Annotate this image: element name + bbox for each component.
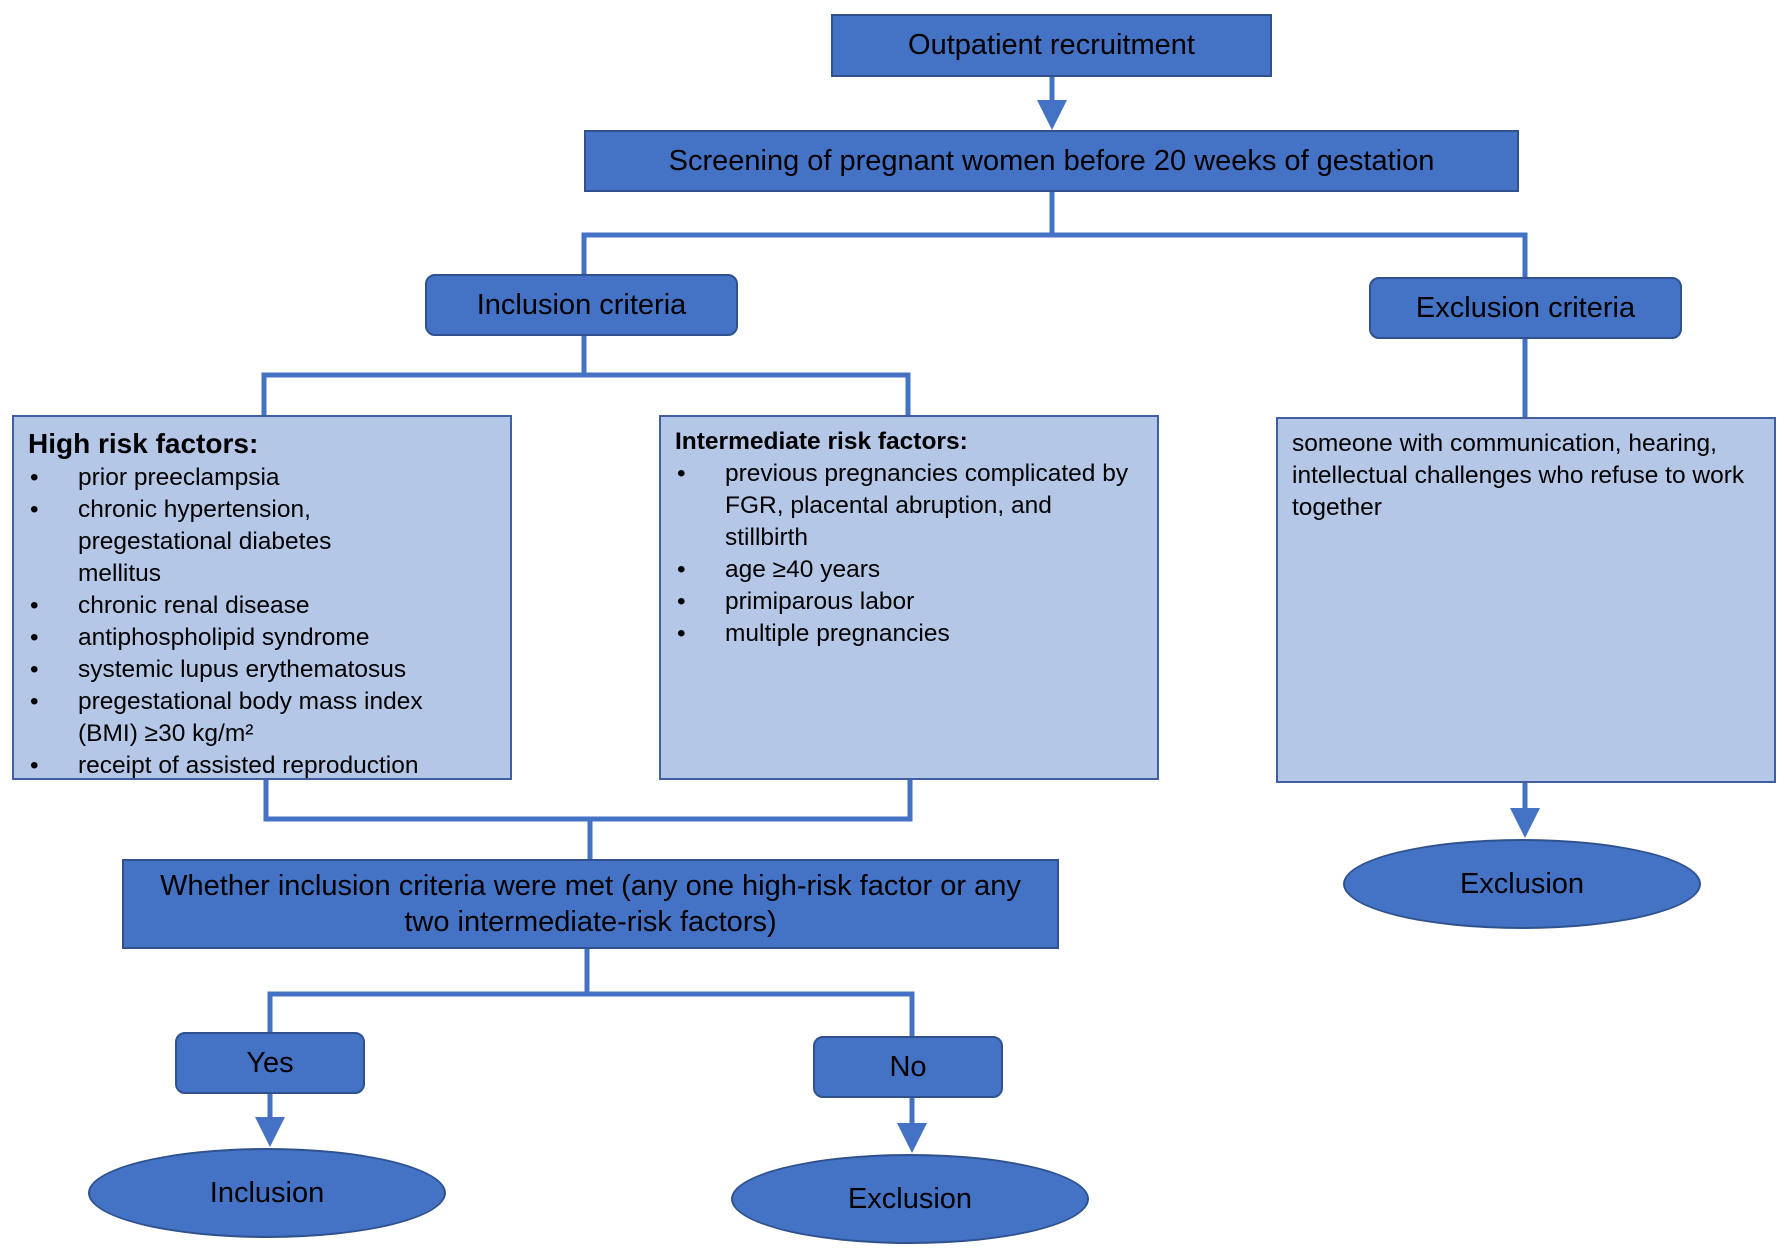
exclusion-outcome-criteria-label: Exclusion <box>1459 867 1585 900</box>
exclusion-outcome-oval-criteria: Exclusion <box>1343 839 1701 929</box>
screening-label: Screening of pregnant women before 20 we… <box>668 144 1435 177</box>
high-risk-factors-title: High risk factors: <box>28 428 259 459</box>
high-risk-factor-item: receipt of assisted reproduction <box>28 750 483 782</box>
high-risk-factor-item: systemic lupus erythematosus <box>28 654 483 686</box>
high-risk-factor-item: antiphospholipid syndrome <box>28 622 483 654</box>
decision-label: Whether inclusion criteria were met (any… <box>160 869 1021 938</box>
no-label: No <box>889 1050 927 1083</box>
high-risk-factor-item: chronic hypertension, pregestational dia… <box>28 494 418 590</box>
yes-label: Yes <box>246 1046 294 1079</box>
connector-inclusion-to-risk-panels <box>261 336 587 415</box>
intermediate-risk-factor-item: multiple pregnancies <box>675 618 1135 650</box>
exclusion-criteria-label: Exclusion criteria <box>1415 291 1636 324</box>
exclusion-detail-panel: someone with communication, hearing, int… <box>1276 417 1776 783</box>
connector-decision-to-yes <box>267 949 590 1032</box>
yes-box: Yes <box>175 1032 365 1094</box>
connector-inclusion-to-intermediate <box>584 372 911 415</box>
intermediate-risk-factors-title: Intermediate risk factors: <box>675 428 968 455</box>
high-risk-factors-list: prior preeclampsia chronic hypertension,… <box>28 462 483 782</box>
exclusion-criteria-box: Exclusion criteria <box>1369 277 1682 339</box>
intermediate-risk-factors-list: previous pregnancies complicated by FGR,… <box>675 458 1135 650</box>
high-risk-factors-panel: High risk factors: prior preeclampsia ch… <box>12 415 512 782</box>
high-risk-factor-item: pregestational body mass index (BMI) ≥30… <box>28 686 483 750</box>
connector-screening-to-exclusion-criteria <box>1052 232 1528 277</box>
exclusion-outcome-oval-no: Exclusion <box>731 1154 1089 1244</box>
connector-screening-to-criteria <box>581 192 1055 274</box>
intermediate-risk-factor-item: previous pregnancies complicated by FGR,… <box>675 458 1135 554</box>
exclusion-outcome-no-label: Exclusion <box>847 1182 973 1215</box>
intermediate-risk-factor-item: primiparous labor <box>675 586 1135 618</box>
inclusion-outcome-oval: Inclusion <box>88 1148 446 1238</box>
exclusion-detail-text: someone with communication, hearing, int… <box>1292 430 1745 521</box>
high-risk-factor-item: chronic renal disease <box>28 590 483 622</box>
intermediate-risk-factor-item: age ≥40 years <box>675 554 1135 586</box>
inclusion-outcome-label: Inclusion <box>209 1176 325 1209</box>
high-risk-factor-item: prior preeclampsia <box>28 462 483 494</box>
connector-decision-to-no <box>587 991 915 1036</box>
screening-box: Screening of pregnant women before 20 we… <box>584 130 1519 192</box>
no-box: No <box>813 1036 1003 1098</box>
decision-box: Whether inclusion criteria were met (any… <box>122 859 1059 949</box>
inclusion-criteria-label: Inclusion criteria <box>476 288 687 321</box>
connector-risk-panels-to-decision <box>263 780 913 822</box>
inclusion-criteria-box: Inclusion criteria <box>425 274 738 336</box>
outpatient-recruitment-box: Outpatient recruitment <box>831 14 1272 77</box>
intermediate-risk-factors-panel: Intermediate risk factors: previous preg… <box>659 415 1159 780</box>
outpatient-recruitment-label: Outpatient recruitment <box>908 29 1195 62</box>
